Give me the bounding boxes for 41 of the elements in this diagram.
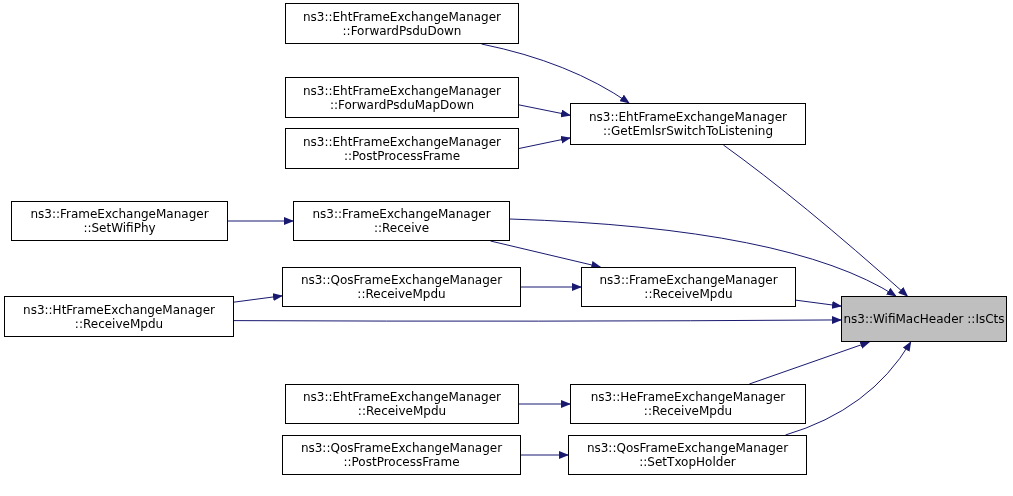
function-name: ns3::EhtFrameExchangeManager ::ForwardPsduDown (301, 9, 503, 38)
function-name: ns3::EhtFrameExchangeManager ::ForwardPsduMapDown (301, 83, 503, 112)
call-arrow (520, 451, 569, 459)
call-arrow (795, 299, 842, 309)
function-name: ns3::HtFrameExchangeManager ::ReceiveMpdu (22, 302, 216, 331)
function-box (841, 296, 1007, 342)
function-box (4, 296, 234, 337)
call-arrow (509, 218, 897, 297)
call-arrow (233, 316, 842, 324)
function-name: ns3::FrameExchangeManager ::SetWifiPhy (29, 207, 210, 235)
function-name: ns3::WifiMacHeader ::IsCts (843, 312, 1005, 326)
function-name: ns3::QosFrameExchangeManager ::ReceiveMpdu (299, 273, 504, 301)
function-name: ns3::FrameExchangeManager ::ReceiveMpdu (598, 273, 779, 301)
function-box (581, 267, 796, 307)
function-name: ns3::EhtFrameExchangeManager ::PostProcessFrame (301, 134, 503, 163)
function-name: ns3::HeFrameExchangeManager ::ReceiveMpdu (589, 390, 787, 418)
function-box (570, 384, 806, 424)
call-arrow (481, 43, 630, 104)
call-arrow (520, 283, 582, 291)
call-arrow (518, 135, 571, 149)
call-arrow (748, 341, 871, 385)
function-name: ns3::FrameExchangeManager ::Receive (311, 207, 492, 235)
function-box (285, 384, 519, 424)
call-arrow (227, 217, 294, 225)
call-arrow (518, 104, 571, 118)
function-name: ns3::EhtFrameExchangeManager ::ReceiveMpdu (301, 390, 503, 418)
call-arrow (233, 293, 283, 303)
function-name: ns3::QosFrameExchangeManager ::PostProcessFrame (299, 441, 504, 469)
function-box (11, 201, 228, 241)
call-arrow (518, 400, 571, 408)
function-box (570, 103, 806, 145)
function-box (285, 3, 519, 44)
function-box (282, 435, 521, 475)
function-box (293, 201, 510, 241)
function-box (285, 128, 519, 169)
function-name: ns3::EhtFrameExchangeManager ::GetEmlsrSwitchToListening (587, 110, 789, 138)
function-box (285, 77, 519, 118)
function-box (282, 267, 521, 307)
function-name: ns3::QosFrameExchangeManager ::SetTxopHolder (585, 441, 790, 469)
function-box (568, 435, 807, 475)
call-arrow (722, 144, 909, 297)
